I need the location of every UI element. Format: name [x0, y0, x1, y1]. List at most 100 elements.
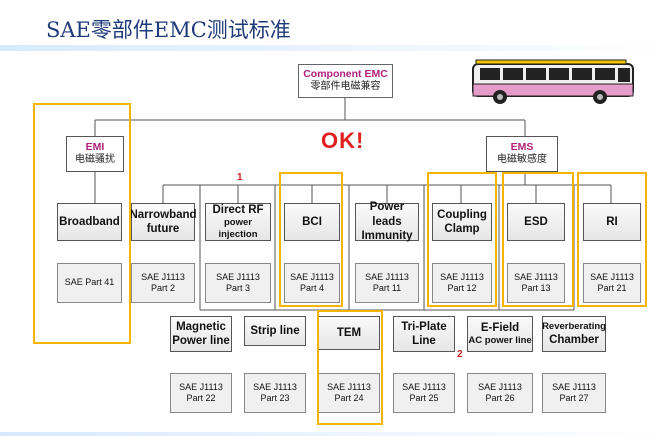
- mark-2: 2: [457, 349, 463, 360]
- standard-part-24: SAE J1113 Part 24: [318, 373, 380, 413]
- highlight-coupling-clamp: [427, 172, 497, 307]
- test-method-label: Direct RF: [212, 203, 264, 216]
- test-method-label: Reverberating: [542, 320, 606, 332]
- test-method-narrowband: Narrowband future: [129, 203, 197, 241]
- standard-part-22: SAE J1113 Part 22: [170, 373, 232, 413]
- test-method-label: Broadband: [59, 215, 120, 228]
- standard-part-3: SAE J1113 Part 3: [205, 263, 271, 303]
- test-method-label: Magnetic: [176, 320, 226, 333]
- ems-node: EMS 电磁敏感度: [486, 136, 558, 172]
- standard-label: Part 3: [225, 283, 250, 293]
- test-method-esd: ESD: [507, 203, 565, 241]
- standard-label: Part 11: [372, 283, 402, 293]
- standard-label: Part 25: [409, 393, 439, 403]
- standard-label: SAE Part 41: [64, 277, 115, 288]
- standard-label: SAE J1113: [327, 381, 371, 392]
- bus-windows: [480, 68, 630, 82]
- test-method-label: AC power line: [468, 335, 532, 347]
- standard-label: SAE J1113: [179, 381, 223, 392]
- test-method-label: Chamber: [549, 333, 599, 346]
- test-method-label: Immunity: [361, 230, 413, 243]
- test-method-label: Strip line: [250, 324, 300, 337]
- test-method-label: Tri-Plate: [401, 320, 447, 333]
- test-method-label: E-Field: [480, 321, 520, 334]
- standard-label: SAE J1113: [478, 381, 522, 392]
- root-node: Component EMC 零部件电磁兼容: [298, 64, 393, 98]
- test-method-tri-plate: Tri-Plate Line: [393, 316, 455, 352]
- standard-part-2: SAE J1113 Part 2: [131, 263, 195, 303]
- emi-node-label-en: EMI: [85, 141, 105, 154]
- standard-label: Part 27: [559, 393, 589, 403]
- root-node-label-en: Component EMC: [303, 68, 388, 81]
- standard-label: Part 12: [447, 283, 477, 293]
- test-method-magnetic: Magnetic Power line: [170, 316, 232, 352]
- standard-label: SAE J1113: [216, 271, 260, 282]
- highlight-emi-group: [33, 103, 131, 344]
- test-method-label: future: [146, 223, 180, 235]
- standard-label: SAE J1113: [253, 381, 297, 392]
- standard-label: SAE J1113: [365, 271, 409, 282]
- highlight-tem: [317, 310, 383, 425]
- ems-node-label-en: EMS: [510, 141, 534, 154]
- test-method-coupling-clamp: Coupling Clamp: [432, 203, 492, 241]
- standard-part-12: SAE J1113 Part 12: [432, 263, 492, 303]
- test-method-tem: TEM: [318, 316, 380, 350]
- test-method-label: ESD: [524, 215, 548, 228]
- standard-label: SAE J1113: [440, 271, 484, 282]
- standard-label: Part 2: [150, 283, 175, 293]
- test-method-power-leads: Power leads Immunity: [355, 201, 419, 243]
- bus-roof: [475, 59, 627, 65]
- test-method-label: Coupling: [437, 208, 487, 221]
- standard-label: Part 13: [521, 283, 551, 293]
- standard-part-27: SAE J1113 Part 27: [542, 373, 606, 413]
- test-method-label: Power line: [172, 335, 230, 347]
- test-method-bci: BCI: [284, 203, 340, 241]
- standard-label: Part 23: [260, 393, 290, 403]
- emi-node: EMI 电磁骚扰: [66, 136, 124, 172]
- standard-part-21: SAE J1113 Part 21: [583, 263, 641, 303]
- test-method-e-field: E-Field AC power line: [467, 316, 533, 352]
- test-method-label: BCI: [302, 215, 322, 228]
- highlight-ri: [577, 172, 647, 307]
- standard-label: Part 21: [597, 283, 627, 293]
- standard-label: SAE J1113: [590, 271, 634, 282]
- test-method-label: Line: [412, 335, 436, 347]
- standard-part-11: SAE J1113 Part 11: [355, 263, 419, 303]
- bottom-divider: [0, 432, 671, 436]
- standard-part-23: SAE J1113 Part 23: [244, 373, 306, 413]
- standard-label: SAE J1113: [290, 271, 334, 282]
- highlight-bci: [279, 172, 343, 307]
- test-method-label: TEM: [336, 326, 362, 339]
- test-method-ri: RI: [583, 203, 641, 241]
- test-method-direct-rf: Direct RF power injection: [205, 203, 271, 241]
- test-method-label: RI: [606, 215, 618, 228]
- emi-node-label-zh: 电磁骚扰: [75, 154, 115, 166]
- test-method-strip-line: Strip line: [244, 316, 306, 346]
- test-method-broadband: Broadband: [57, 203, 122, 241]
- bus-illustration-icon: [472, 59, 634, 104]
- test-method-label: Clamp: [444, 223, 480, 235]
- standard-label: Part 22: [186, 393, 216, 403]
- standard-part-13: SAE J1113 Part 13: [507, 263, 565, 303]
- standard-label: Part 26: [485, 393, 515, 403]
- test-method-label: Narrowband: [129, 208, 197, 221]
- standard-label: SAE J1113: [514, 271, 558, 282]
- standard-part-25: SAE J1113 Part 25: [393, 373, 455, 413]
- test-method-reverberating: Reverberating Chamber: [542, 316, 606, 352]
- root-node-label-zh: 零部件电磁兼容: [310, 81, 381, 93]
- mark-1: 1: [237, 172, 243, 183]
- standard-part-26: SAE J1113 Part 26: [467, 373, 533, 413]
- title-underline: [0, 45, 671, 51]
- standard-part-41: SAE Part 41: [57, 263, 122, 303]
- highlight-esd: [502, 172, 574, 307]
- standard-label: SAE J1113: [552, 381, 596, 392]
- test-method-label: Power leads: [369, 201, 405, 228]
- standard-label: Part 24: [334, 393, 364, 403]
- standard-label: SAE J1113: [402, 381, 446, 392]
- bus-stripe: [472, 83, 634, 97]
- test-method-label: power injection: [218, 217, 258, 241]
- standard-label: Part 4: [299, 283, 324, 293]
- standard-label: SAE J1113: [141, 271, 185, 282]
- ok-label: OK!: [321, 128, 365, 153]
